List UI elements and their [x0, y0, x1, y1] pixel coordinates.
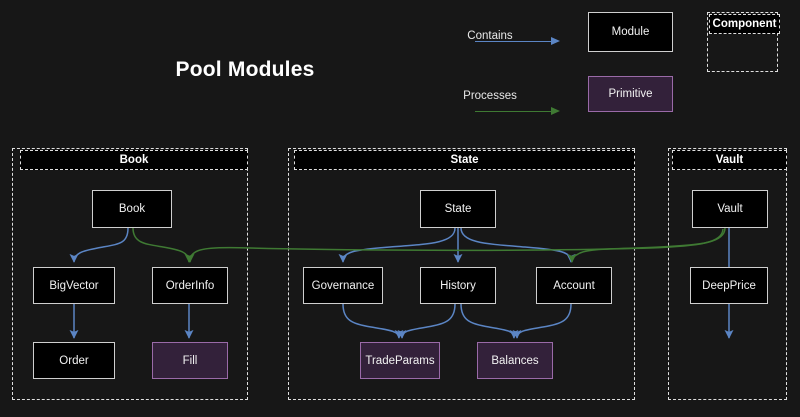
node-book-label: Book	[118, 203, 146, 215]
legend-contains-label: Contains	[467, 30, 513, 42]
node-governance-label: Governance	[311, 279, 375, 292]
node-fill[interactable]: Fill	[152, 342, 228, 379]
page-title: Pool Modules	[175, 58, 315, 81]
legend-primitive-label: Primitive	[608, 88, 653, 100]
node-vault-label: Vault	[717, 203, 743, 215]
node-account-label: Account	[553, 279, 595, 292]
legend-processes-label: Processes	[463, 90, 517, 102]
legend-component-sample	[707, 12, 778, 72]
node-balances-label: Balances	[491, 354, 539, 367]
group-state	[288, 148, 635, 400]
node-order[interactable]: Order	[33, 342, 115, 379]
legend-primitive-sample: Primitive	[588, 76, 673, 112]
node-fill-label: Fill	[182, 354, 198, 367]
legend-processes-arrowhead	[551, 107, 560, 115]
legend-contains-line	[475, 41, 553, 43]
legend-module-label: Module	[611, 26, 650, 38]
group-book	[12, 148, 248, 400]
node-vault[interactable]: Vault	[692, 190, 768, 228]
node-state[interactable]: State	[420, 190, 496, 228]
node-deepprice[interactable]: DeepPrice	[690, 267, 768, 304]
group-state-header: State	[294, 150, 635, 170]
node-governance[interactable]: Governance	[303, 267, 383, 304]
node-orderinfo-label: OrderInfo	[165, 279, 215, 292]
node-book[interactable]: Book	[92, 190, 172, 228]
node-state-label: State	[444, 203, 472, 215]
legend-processes-line	[475, 111, 553, 113]
node-tradeparams[interactable]: TradeParams	[360, 342, 440, 379]
legend-module-sample: Module	[588, 12, 673, 52]
group-book-header: Book	[20, 150, 248, 170]
node-account[interactable]: Account	[536, 267, 612, 304]
node-order-label: Order	[59, 354, 89, 367]
node-history[interactable]: History	[420, 267, 496, 304]
node-history-label: History	[440, 279, 476, 292]
node-bigvector-label: BigVector	[49, 279, 99, 292]
group-vault	[668, 148, 787, 400]
node-orderinfo[interactable]: OrderInfo	[152, 267, 228, 304]
node-deepprice-label: DeepPrice	[702, 279, 756, 292]
legend-component-label: Component	[709, 14, 780, 34]
group-vault-header: Vault	[672, 150, 787, 170]
node-tradeparams-label: TradeParams	[365, 354, 435, 367]
node-balances[interactable]: Balances	[477, 342, 553, 379]
legend-contains-arrowhead	[551, 37, 560, 45]
node-bigvector[interactable]: BigVector	[33, 267, 115, 304]
